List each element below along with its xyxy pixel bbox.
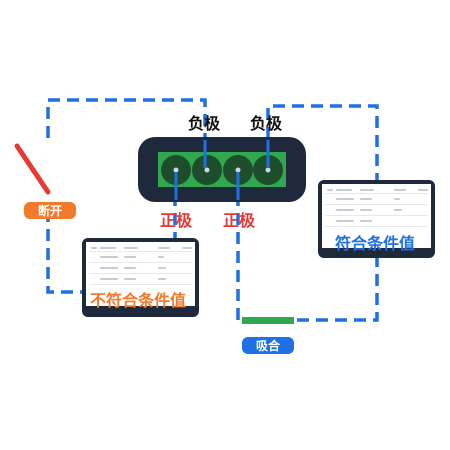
closed-state-badge: 吸合 — [242, 337, 294, 354]
left-tablet-screen — [86, 242, 195, 306]
closed-switch — [242, 317, 294, 324]
terminal-dot — [204, 167, 210, 173]
right-tablet: 符合条件值 — [318, 180, 435, 258]
terminal-leads — [174, 140, 270, 200]
terminal-dot — [265, 167, 271, 173]
right-tablet-screen — [322, 184, 431, 248]
wire-left-down — [46, 210, 84, 294]
open-state-badge: 断开 — [24, 202, 76, 219]
negative-terminal-label-left: 负极 — [188, 114, 221, 133]
left-tablet: 不符合条件值 — [82, 238, 199, 317]
positive-terminal-label-right: 正极 — [223, 211, 256, 230]
wire-top-right-loop — [266, 104, 379, 183]
battery-pack — [138, 137, 306, 202]
left-panel-caption: 不符合条件值 — [90, 291, 187, 310]
positive-terminal-label-left: 正极 — [160, 211, 193, 230]
terminal-dot — [235, 167, 241, 173]
terminal-dot — [173, 167, 179, 173]
wire-top-left-loop — [46, 98, 207, 158]
wire-center-down — [236, 175, 244, 322]
right-panel-caption: 符合条件值 — [335, 234, 416, 253]
open-switch — [14, 143, 51, 195]
wire-right-down — [295, 255, 379, 322]
negative-terminal-label-right: 负极 — [250, 114, 283, 133]
